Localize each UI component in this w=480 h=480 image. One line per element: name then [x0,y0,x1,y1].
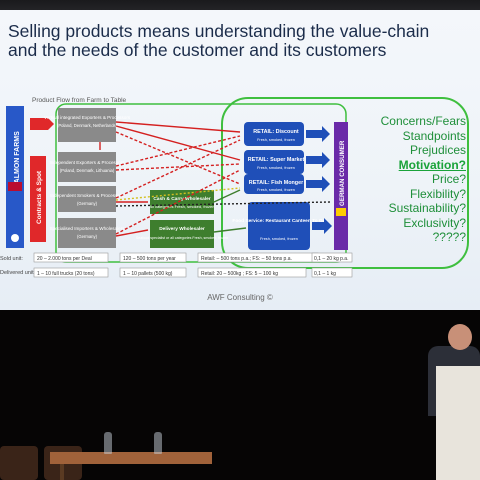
svg-text:Specialised Importers & Wholes: Specialised Importers & Wholesalers [49,226,125,231]
food-service-box: Food Service: Restaurant Canteen To Go F… [232,202,326,250]
svg-text:Fresh, smoked, frozen: Fresh, smoked, frozen [257,138,295,142]
podium [436,366,480,480]
needs-item: Exclusivity? [403,215,466,230]
needs-item: Standpoints [402,128,466,143]
svg-text:RETAIL: Super Market: RETAIL: Super Market [248,157,305,163]
salmon-farms-badge [11,234,19,242]
consumer-label: GERMAN CONSUMER [339,140,346,206]
panel-desk [50,452,212,464]
svg-text:All categories Fresh, smoked,: All categories Fresh, smoked, frozen [150,204,215,209]
arrow-to-consumer-3 [306,176,330,192]
svg-text:Delivery Wholesaler: Delivery Wholesaler [159,226,205,232]
contracts-arrow [30,118,54,130]
needs-item: Price? [431,172,466,186]
slide-title-line-2: and the needs of the customer and its cu… [8,40,387,60]
needs-item: ????? [432,230,466,244]
contracts-label: Contracts & Spot [36,170,43,224]
germany-flag [336,208,346,216]
arrow-to-consumer-1 [306,126,330,142]
svg-text:(Poland, Denmark, Lithuania): (Poland, Denmark, Lithuania) [60,168,115,173]
cash-carry-wholesaler-box: Cash & Carry Wholesaler All categories F… [150,190,215,214]
needs-item: Flexibility? [409,186,466,201]
svg-text:Fresh, smoked, frozen: Fresh, smoked, frozen [257,188,295,192]
delivered-unit-4: 0,1 – 1 kg [314,271,336,277]
sold-unit-4: 0,1 – 20 kg p.a. [314,256,348,262]
salmon-farms-label: SALMON FARMS [14,131,21,188]
speaker-head [448,324,472,350]
salmon-farms-bar [6,106,24,248]
consumer-bar [334,122,348,250]
water-bottle [104,432,112,454]
sold-unit-label: Sold unit: [0,256,23,262]
slide-title: Selling products means understanding the… [8,22,478,60]
svg-text:Independent Smokers & Processo: Independent Smokers & Processors [50,193,124,198]
supplier-box-3: Independent Smokers & Processors (German… [50,186,124,212]
slide-footer: AWF Consulting © [207,293,273,302]
norway-flag [8,182,22,191]
delivered-unit-3: Retail: 20 – 500kg ; FS: 5 – 100 kg [201,271,278,277]
delivery-wholesaler-box: Delivery Wholesaler Seafood specialist o… [136,220,228,248]
value-chain-diagram: Product Flow from Farm to Table SALMON F… [0,97,469,278]
svg-text:(Poland, Denmark, Netherlands): (Poland, Denmark, Netherlands) [57,123,118,128]
retail-fishmonger-box: RETAIL: Fish Monger Fresh, smoked, froze… [244,174,304,194]
svg-text:Fresh, smoked, frozen: Fresh, smoked, frozen [260,237,298,241]
customer-needs-list: Concerns/Fears Standpoints Prejudices Mo… [354,114,466,245]
retail-discount-box: RETAIL: Discount Fresh, smoked, frozen [244,122,304,146]
flow-lines [99,121,331,237]
svg-text:Seafood specialist or all cate: Seafood specialist or all categories Fre… [136,236,228,240]
supplier-box-1: Vertical integrated Exporters & Processo… [44,108,131,142]
needs-item-highlighted: Motivation? [398,157,466,172]
desk-leg [60,464,64,480]
svg-text:Food Service: Restaurant Cante: Food Service: Restaurant Canteen To Go [232,218,325,224]
delivered-unit-label: Delivered unit: [0,270,36,276]
sold-unit-1: 20 – 2.000 tons per Deal [37,256,92,262]
svg-text:(Germany): (Germany) [77,234,98,239]
sold-unit-2: 120 – 500 tons per year [123,256,176,262]
svg-text:(Germany): (Germany) [77,201,98,206]
supplier-box-4: Specialised Importers & Wholesalers (Ger… [49,218,125,248]
diagram-heading: Product Flow from Farm to Table [32,97,127,104]
contracts-bar [30,156,46,242]
svg-text:RETAIL: Discount: RETAIL: Discount [253,129,299,135]
svg-text:Vertical integrated Exporters: Vertical integrated Exporters & Processo… [44,115,131,120]
retail-supermarket-box: RETAIL: Super Market Fresh, smoked, froz… [244,150,304,174]
delivered-unit-2: 1 – 10 pallets (500 kg) [123,271,173,277]
needs-item: Concerns/Fears [380,114,466,128]
slide-title-line-1: Selling products means understanding the… [8,21,430,41]
needs-item: Sustainability? [388,201,466,215]
svg-text:Independent Exporters & Proces: Independent Exporters & Processors [49,160,125,165]
sold-unit-3: Retail: – 500 tons p.a.; FS: – 50 tons p… [201,256,292,262]
svg-text:RETAIL: Fish Monger: RETAIL: Fish Monger [249,180,304,186]
delivered-unit-1: 1 – 10 full trucks (20 tons) [37,271,95,277]
needs-item: Prejudices [409,143,466,157]
water-bottle [154,432,162,454]
arrow-to-consumer-4 [312,218,332,234]
projection-screen: Selling products means understanding the… [0,10,480,310]
supplier-box-2: Independent Exporters & Processors (Pola… [49,152,125,182]
arrow-to-consumer-2 [306,152,330,168]
svg-text:Fresh, smoked, frozen: Fresh, smoked, frozen [257,166,295,170]
chair [0,446,38,480]
svg-text:Cash & Carry Wholesaler: Cash & Carry Wholesaler [153,196,210,202]
